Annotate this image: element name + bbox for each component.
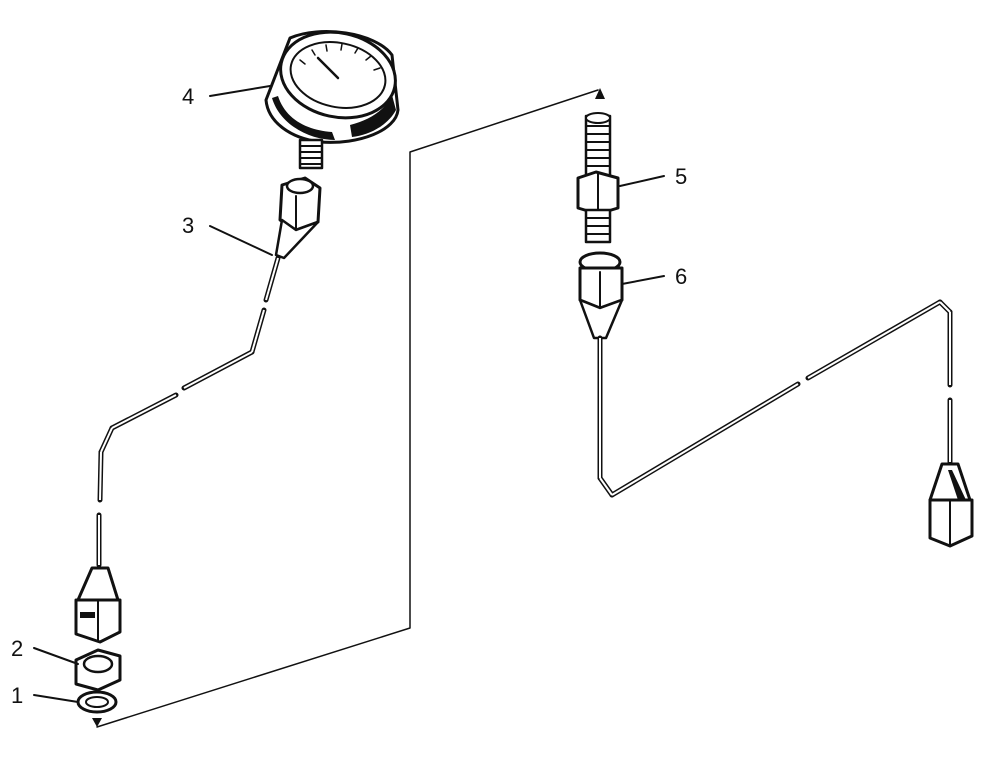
pressure-gauge: [264, 30, 400, 170]
right-tube-assembly: [578, 251, 974, 548]
callout-label-2: 2: [11, 636, 23, 661]
washer-part-1: [76, 690, 118, 714]
callout-label-4: 4: [182, 84, 194, 109]
left-tube-assembly: [74, 176, 322, 644]
callout-leaders: [33, 85, 665, 703]
callout-label-3: 3: [182, 213, 194, 238]
assembly-path-line: [92, 88, 605, 728]
callout-label-5: 5: [675, 164, 687, 189]
nut-part-2: [74, 648, 122, 692]
threaded-adapter-part-5: [576, 112, 620, 244]
callout-label-1: 1: [11, 683, 23, 708]
callout-label-6: 6: [675, 264, 687, 289]
arrow-top-icon: [595, 88, 605, 99]
gauge-needle: [316, 56, 340, 80]
arrow-bottom-icon: [92, 718, 102, 727]
